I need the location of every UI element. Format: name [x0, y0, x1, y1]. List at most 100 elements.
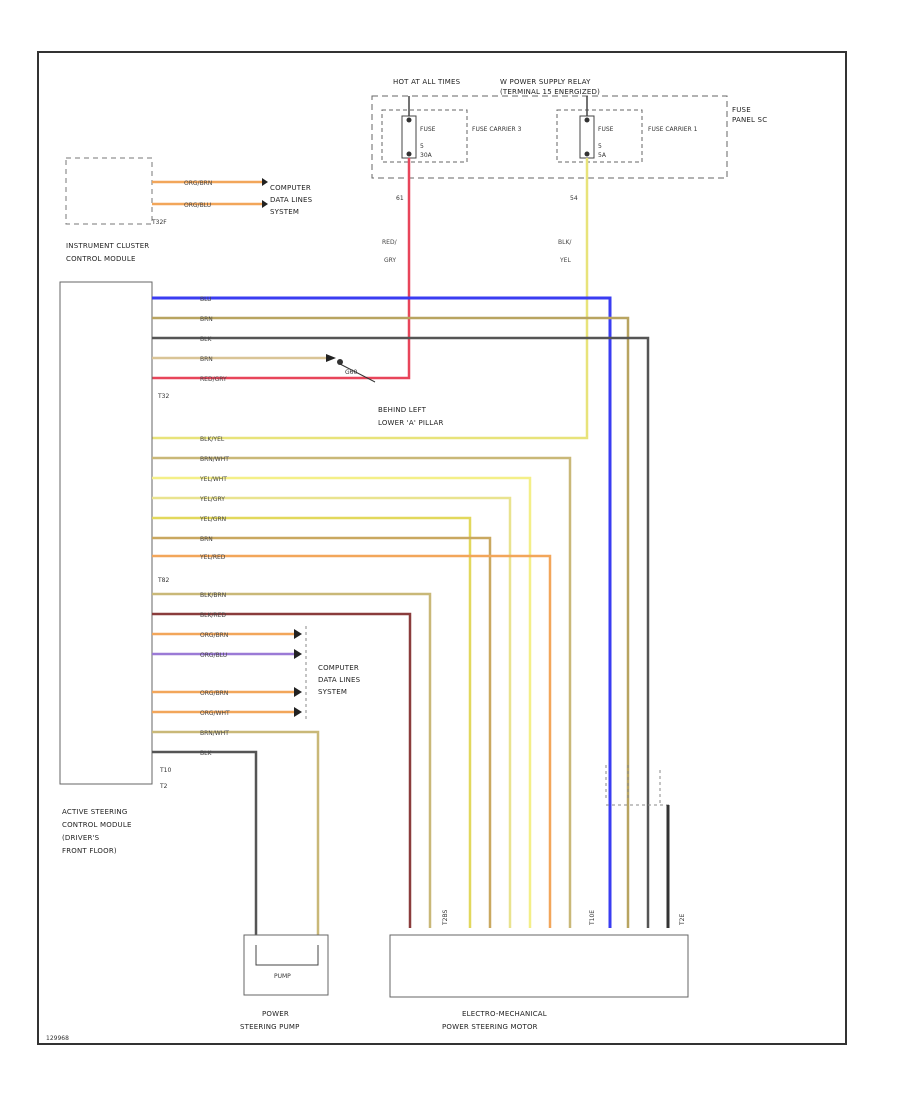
motor-box [389, 934, 689, 998]
wire-yelwht-label: YEL/WHT [199, 476, 227, 483]
wire-brn-1-label: BRN [200, 316, 213, 323]
wire-yelgry-label: YEL/GRY [199, 496, 225, 503]
arrow-icm-2 [262, 200, 268, 208]
icm-connector: T32F [151, 219, 167, 226]
wire-blkred [152, 612, 412, 928]
fuse-panel-label-2: PANEL SC [732, 116, 767, 124]
wire-redgry-label: RED/GRY [200, 376, 227, 383]
motor-t-right: T2E [679, 914, 686, 926]
connector-t32: T32 [157, 393, 169, 400]
wire-brn-3 [152, 536, 492, 928]
ground-id: G60 [345, 369, 357, 376]
asm-label-1: ACTIVE STEERING [62, 808, 127, 816]
ground-lead [339, 363, 376, 383]
motor-t-left: T2BS [442, 910, 449, 926]
wire-orgbrn-label: ORG/BRN [200, 632, 228, 639]
wire-brnwht [152, 456, 572, 928]
asm-label-2: CONTROL MODULE [62, 821, 132, 829]
wire-icm-1-label: ORG/BRN [184, 180, 212, 187]
fuse-a-name: FUSE [420, 126, 436, 133]
motor-t-mid: T10E [589, 910, 596, 926]
arrow-icm-1 [262, 178, 268, 186]
fuse-b-bottom-pin [584, 151, 590, 157]
red-pin-label: 61 [396, 195, 404, 202]
fuse-a-bottom-pin [406, 151, 412, 157]
wire-yellow-supply [152, 158, 589, 440]
arrow-cdl-b [294, 649, 302, 659]
arrow-cdl-d [294, 707, 302, 717]
wire-brnwht-2 [152, 730, 320, 935]
arrow-cdl-a [294, 629, 302, 639]
motor-label-2: POWER STEERING MOTOR [442, 1023, 538, 1031]
wire-blkyel-label: BLK/YEL [200, 436, 225, 443]
icm-label-1: INSTRUMENT CLUSTER [66, 242, 149, 250]
fuse-carrier-1-box [556, 109, 643, 163]
wire-brnwht-2-label: BRN/WHT [200, 730, 229, 737]
ground-dot [337, 359, 343, 365]
red-wire-label-1: RED/ [382, 239, 398, 246]
yel-pin-label: 54 [570, 195, 578, 202]
asm-label-3: (DRIVER'S [62, 834, 100, 842]
fuse-panel-label-1: FUSE [732, 106, 751, 114]
pump-box [243, 934, 329, 996]
arrow-cdl-c [294, 687, 302, 697]
outer-frame [37, 51, 847, 1045]
wire-brn-3-label: BRN [200, 536, 213, 543]
instrument-cluster-box [65, 157, 153, 225]
yel-wire-label-2: YEL [559, 257, 571, 264]
cdl-2-label-3: SYSTEM [318, 688, 347, 696]
wire-brnwht-label: BRN/WHT [200, 456, 229, 463]
connector-t10: T10 [159, 767, 171, 774]
wire-icm-2-label: ORG/BLU [184, 202, 211, 209]
wire-orgbrn-2-label: ORG/BRN [200, 690, 228, 697]
supply-relay-label-2: (TERMINAL 15 ENERGIZED) [500, 88, 600, 96]
wire-blk [152, 336, 650, 928]
connector-t82: T82 [157, 577, 169, 584]
cdl-2-label-1: COMPUTER [318, 664, 359, 672]
fuse-b-amp: 5A [598, 152, 607, 159]
wire-yelwht [152, 476, 532, 928]
wire-blkbrn-label: BLK/BRN [200, 592, 226, 599]
wire-blk-2-label: BLK [200, 750, 212, 757]
red-wire-label-2: GRY [384, 257, 396, 264]
wire-yelgry [152, 496, 512, 928]
wire-yelgrn-label: YEL/GRN [199, 516, 226, 523]
figure-id: 129968 [46, 1035, 69, 1042]
wire-orgwht-label: ORG/WHT [200, 710, 230, 717]
wire-orgblu-label: ORG/BLU [200, 652, 227, 659]
fuse-a-amp: 30A [420, 152, 433, 159]
cdl-2-label-2: DATA LINES [318, 676, 361, 684]
active-steering-box [59, 281, 153, 785]
fuse-a-top-pin [406, 117, 412, 123]
cdl-1-label-2: DATA LINES [270, 196, 313, 204]
fuse-carrier-1-label: FUSE CARRIER 1 [648, 126, 698, 133]
wire-yelgrn [152, 516, 472, 928]
yel-wire-label-1: BLK/ [558, 239, 572, 246]
pump-inner-label: PUMP [274, 973, 291, 980]
supply-relay-label-1: W POWER SUPPLY RELAY [500, 78, 591, 86]
asm-label-4: FRONT FLOOR) [62, 847, 117, 855]
cdl-1-label-1: COMPUTER [270, 184, 311, 192]
ground-label-1: BEHIND LEFT [378, 406, 427, 414]
wire-blkbrn [152, 592, 432, 928]
wire-blkred-label: BLK/RED [200, 612, 226, 619]
fuse-b-num: 5 [598, 143, 602, 150]
hot-at-all-times-label: HOT AT ALL TIMES [393, 78, 461, 86]
fuse-a-num: 5 [420, 143, 424, 150]
pump-label-2: STEERING PUMP [240, 1023, 300, 1031]
wire-blk-label: BLK [200, 336, 212, 343]
wire-blu [152, 296, 612, 928]
fuse-b-top-pin [584, 117, 590, 123]
cdl-1-label-3: SYSTEM [270, 208, 299, 216]
connector-t2: T2 [159, 783, 168, 790]
wire-brn-2-label: BRN [200, 356, 213, 363]
fuse-b-name: FUSE [598, 126, 614, 133]
wire-brn-1 [152, 316, 630, 928]
ground-label-2: LOWER 'A' PILLAR [378, 419, 444, 427]
fuse-carrier-3-box [381, 109, 468, 163]
icm-label-2: CONTROL MODULE [66, 255, 136, 263]
wire-yelred-label: YEL/RED [199, 554, 226, 561]
pump-label-1: POWER [262, 1010, 289, 1018]
wire-blk-2 [152, 750, 258, 935]
